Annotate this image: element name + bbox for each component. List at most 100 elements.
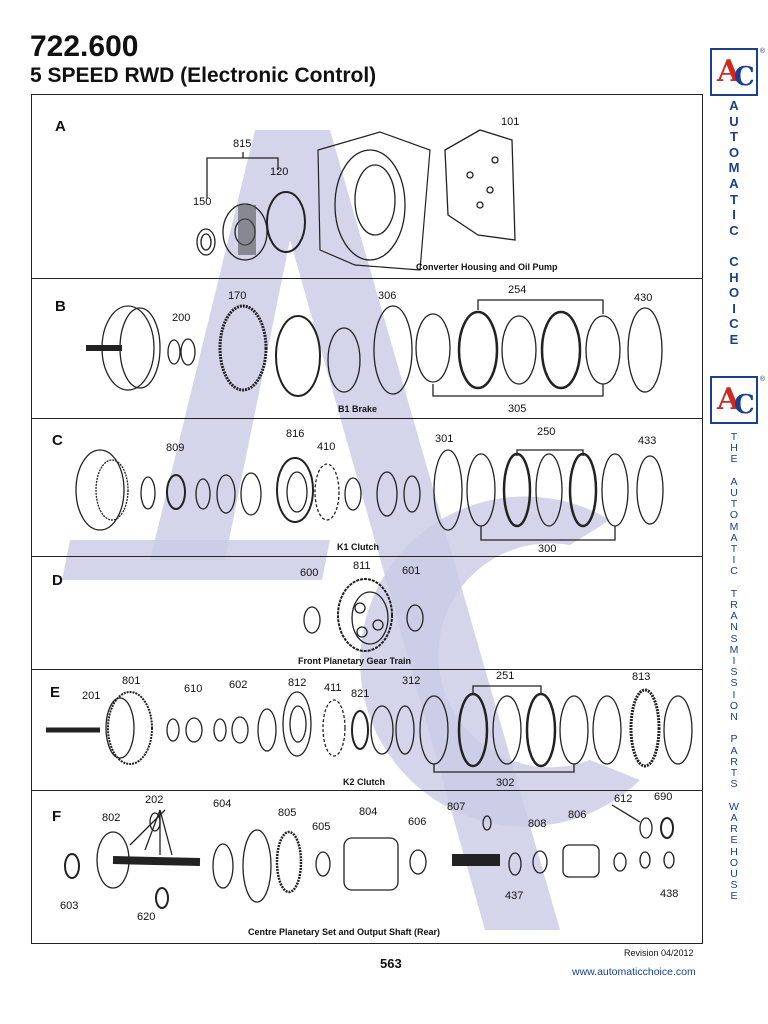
vertical-letter: T [730,543,738,556]
vertical-letter: U [730,487,738,500]
vertical-letter: H [730,442,738,455]
vertical-letter: W [729,800,739,813]
vertical-letter: S [730,677,738,690]
part-number: 301 [435,433,454,445]
section-divider [31,556,703,557]
vertical-letter: I [732,207,736,223]
part-number: 410 [317,441,336,453]
vertical-letter: T [730,431,738,443]
part-number: 809 [166,442,185,454]
part-number: 201 [82,690,101,702]
vertical-letter: R [730,599,738,612]
vertical-letter: I [732,688,736,701]
part-number: 807 [447,801,466,813]
revision-date: Revision 04/2012 [624,948,694,958]
section-caption-a: Converter Housing and Oil Pump [416,262,558,272]
vertical-letter: I [732,655,736,668]
vertical-letter: S [730,666,738,679]
part-number: 690 [654,791,673,803]
part-number: 821 [351,688,370,700]
part-number: 251 [496,670,515,682]
vertical-letter: H [729,269,739,285]
vertical-letter: T [730,498,738,511]
section-caption-c: K1 Clutch [337,542,380,552]
part-number: 305 [508,403,527,415]
part-number: 170 [228,290,247,302]
section-letter-e: E [50,684,61,701]
part-number: 254 [508,284,527,296]
section-divider [31,278,703,279]
section-divider [31,418,703,419]
part-number: 200 [172,312,191,324]
section-divider [31,669,703,670]
vertical-letter [724,238,744,254]
section-divider [31,790,703,791]
vertical-letter: H [730,845,738,858]
vertical-letter: O [729,699,739,712]
section-d-parts [303,578,424,652]
website-link[interactable]: www.automaticchoice.com [572,966,696,978]
part-number: 816 [286,428,305,440]
part-number: 433 [638,435,657,447]
vertical-letter: O [728,144,740,160]
part-number: 302 [496,777,515,789]
vertical-letter: A [730,610,738,623]
automatic-choice-logo: A C ® [710,48,765,96]
vertical-letter: A [730,475,738,488]
vertical-letter: T [730,129,738,145]
vertical-letter: O [728,285,740,301]
vertical-letter: A [730,811,738,824]
section-letter-c: C [52,432,63,449]
part-number: 202 [145,794,164,806]
section-b-parts [86,299,663,397]
vertical-letter: A [730,744,738,757]
part-number: 804 [359,806,378,818]
vertical-letter: E [729,331,739,347]
section-letter-a: A [55,118,66,135]
vertical-letter: A [730,531,738,544]
vertical-letter: R [730,823,738,836]
vertical-letter: U [730,867,738,880]
vertical-letter: P [730,733,738,746]
part-number: 300 [538,543,557,555]
section-a-parts [196,129,516,271]
part-number: 806 [568,809,587,821]
part-number: 801 [122,675,141,687]
vertical-letter: O [729,856,739,869]
vertical-letter: C [729,253,739,269]
part-number: 602 [229,679,248,691]
part-number: 606 [408,816,427,828]
vertical-letter: E [730,834,738,847]
vertical-letter: C [730,565,738,578]
vertical-letter: T [730,767,738,780]
part-number: 604 [213,798,232,810]
part-number: 312 [402,675,421,687]
vertical-letter: A [729,98,739,113]
part-number: 411 [324,682,342,694]
automatic-choice-logo: A C ® [710,376,765,424]
vertical-letter: T [730,587,738,600]
part-number: 150 [193,196,212,208]
section-letter-b: B [55,298,66,315]
part-number: 250 [537,426,556,438]
part-number: 601 [402,565,421,577]
vertical-letter: S [730,879,738,892]
vertical-letter: C [729,222,739,238]
vertical-letter: E [730,890,738,903]
vertical-letter: S [730,632,738,645]
vertical-letter: A [729,175,739,191]
vertical-letter: C [729,316,739,332]
part-number: 605 [312,821,331,833]
part-number: 805 [278,807,297,819]
vertical-letter: O [729,509,739,522]
vertical-letter: M [729,643,739,656]
part-number: 612 [614,793,633,805]
part-number: 437 [505,890,524,902]
part-number: 610 [184,683,203,695]
section-caption-f: Centre Planetary Set and Output Shaft (R… [248,927,441,937]
section-f-parts [64,804,675,909]
part-number: 603 [60,900,79,912]
vertical-letter: I [732,554,736,567]
